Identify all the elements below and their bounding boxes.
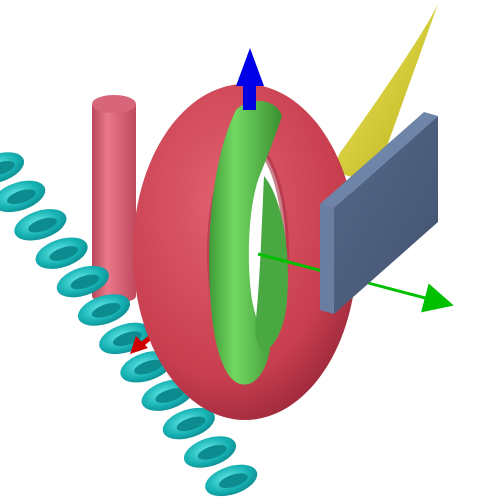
slab-object [320,112,438,314]
coil-ring [162,407,215,440]
cylinder-object [92,95,136,303]
green-torus-object [209,100,288,385]
coil-ring [56,265,109,298]
coil-object [0,152,258,497]
y-axis-arrow [236,48,264,110]
coil-ring [0,152,25,184]
coil-ring [183,436,237,468]
coil-ring [14,209,67,241]
cone-object [337,4,438,177]
coil-ring [77,294,131,326]
coil-ring [0,180,46,213]
coil-ring [205,464,258,497]
coil-ring [35,237,88,269]
